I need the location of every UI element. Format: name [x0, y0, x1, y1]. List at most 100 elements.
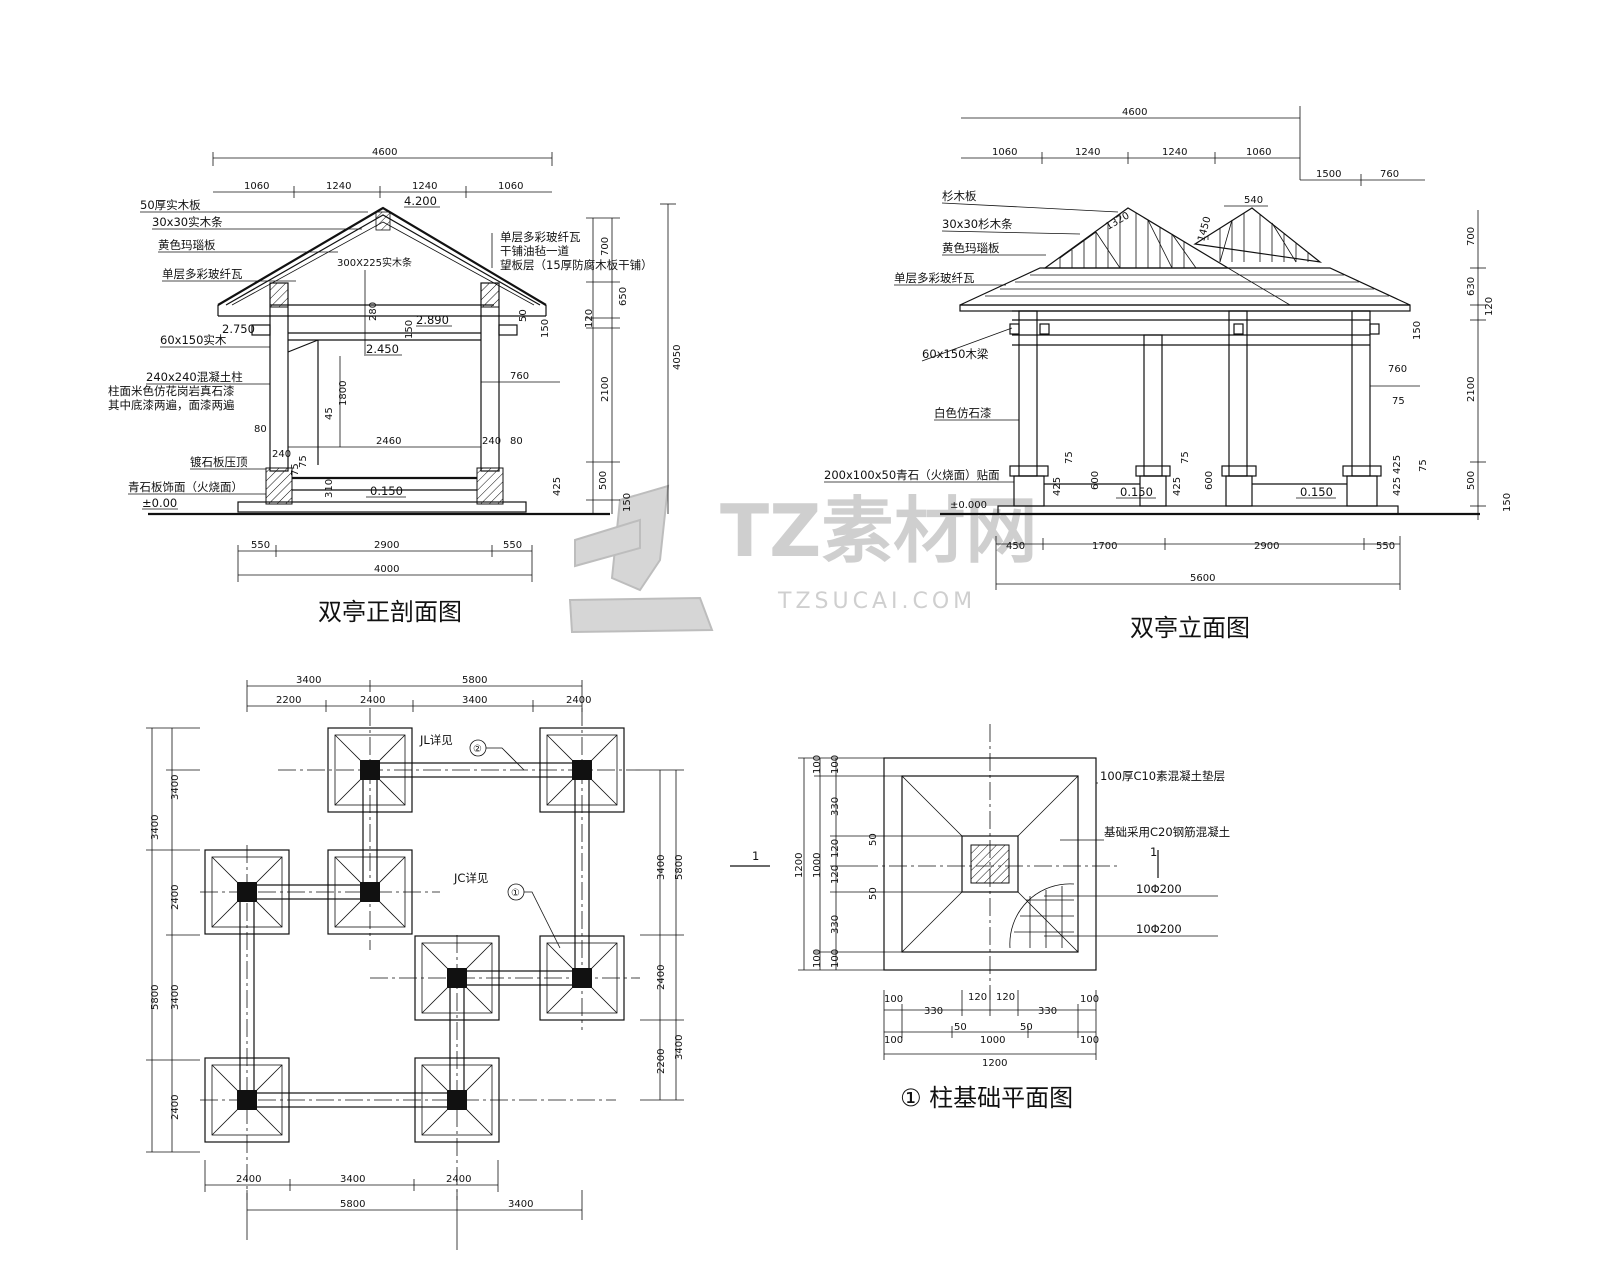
- footing-pad-inner: [334, 856, 406, 928]
- elev-bottom-1700: 1700: [1092, 541, 1117, 552]
- dim-2460: 2460: [376, 436, 401, 447]
- bottom-dim-550a: 550: [251, 540, 270, 551]
- plan-left-5800: 5800: [150, 985, 161, 1010]
- plan-bottom-3400a: 3400: [340, 1174, 365, 1185]
- dim-80b: 80: [510, 436, 523, 447]
- plan-beams: [239, 762, 590, 1108]
- footing-pad: [414, 935, 500, 1021]
- elev-in-75c: 75: [1418, 459, 1429, 472]
- watermark-brand: TZ素材网: [720, 489, 1037, 573]
- plan-top-3400b: 3400: [462, 695, 487, 706]
- footing-slope-line: [466, 942, 493, 969]
- fd-bottom-120a: 120: [968, 992, 987, 1003]
- plan-right-3400b: 3400: [674, 1035, 685, 1060]
- bottom-dim-550b: 550: [503, 540, 522, 551]
- footing-pad: [539, 935, 625, 1021]
- footing-slope-line: [379, 779, 406, 806]
- label-right-sheathing: 望板层（15厚防腐木板干铺）: [500, 258, 653, 272]
- label-rebar-1: 10Φ200: [1136, 882, 1182, 896]
- footing-slope-line: [379, 856, 406, 883]
- elevation-drawing: 4600 1060 1240 1240 1060 1500 760 540 13…: [824, 106, 1513, 642]
- elev-dim-1450: 1450: [1196, 215, 1213, 242]
- footing-slope-line: [546, 779, 573, 806]
- right-dim-150: 150: [622, 493, 633, 512]
- section-levels: 4.200 2.890 2.750 2.450 0.150 ±0.00: [142, 194, 452, 510]
- callout-jc: JC详见: [453, 871, 488, 885]
- elevation-title: 双亭立面图: [1130, 614, 1250, 642]
- plan-left-3400a: 3400: [170, 775, 181, 800]
- elev-dim-4: 1060: [1246, 147, 1271, 158]
- elev-right-2100: 2100: [1466, 377, 1477, 402]
- footing-pad-inner: [211, 856, 283, 928]
- dim-240b: 240: [482, 436, 501, 447]
- elev-in-600a: 600: [1090, 471, 1101, 490]
- elev-dim-1500: 1500: [1316, 169, 1341, 180]
- level-2450: 2.450: [366, 342, 399, 356]
- footing-slope-line: [466, 1064, 493, 1091]
- footing-slope-line: [421, 1064, 448, 1091]
- footing-slope-line: [379, 901, 406, 928]
- footing-pad: [327, 849, 413, 935]
- label-foundation-concrete: 基础采用C20钢筋混凝土: [1104, 825, 1230, 839]
- dim-280: 280: [368, 302, 379, 321]
- fd-bottom-330a: 330: [924, 1006, 943, 1017]
- dim-760: 760: [510, 371, 529, 382]
- section-mark-right: 1: [1150, 845, 1157, 859]
- label-coping: 镀石板压顶: [190, 455, 248, 469]
- elev-right-150c: 760: [1388, 364, 1407, 375]
- section-roof: [217, 206, 547, 317]
- footing-slope-line: [466, 987, 493, 1014]
- watermark-url: TZSUCAI.COM: [777, 589, 976, 614]
- elev-dim-540: 540: [1244, 195, 1263, 206]
- elevation-right-dims: 700 630 120 2100 500 150 150 760 75 425: [1370, 210, 1513, 520]
- foundation-bottom-dims: 100 330 120 120 330 100 100 50 1000 50 1…: [883, 990, 1099, 1069]
- elev-in-75a: 75: [1064, 451, 1075, 464]
- column-square: [447, 1090, 467, 1110]
- elev-dim-total: 4600: [1122, 107, 1147, 118]
- dim-240a: 240: [272, 449, 291, 460]
- dim-150a: 150: [404, 320, 415, 339]
- section-dim-4: 1060: [498, 181, 523, 192]
- level-0150: 0.150: [370, 484, 403, 498]
- elev-in-600b: 600: [1204, 471, 1215, 490]
- footing-slope-line: [256, 1109, 283, 1136]
- footing-slope-line: [256, 901, 283, 928]
- elevation-roofs: [959, 207, 1411, 312]
- elev-right-120: 120: [1484, 297, 1495, 316]
- plan-left-2400b: 2400: [170, 1095, 181, 1120]
- section-dim-1: 1060: [244, 181, 269, 192]
- dim-45: 45: [324, 407, 335, 420]
- plan-callouts: JL详见 ② JC详见 ①: [419, 733, 561, 949]
- elev-label-beam: 60x150木梁: [922, 347, 989, 361]
- elev-right-150b: 150: [1412, 321, 1423, 340]
- footing-slope-line: [546, 987, 573, 1014]
- label-shingle: 单层多彩玻纤瓦: [162, 267, 243, 281]
- footing-slope-line: [379, 734, 406, 761]
- section-bases: [148, 467, 610, 516]
- footing-slope-line: [256, 856, 283, 883]
- section-right-dims: 700 650 120 2100 500 150 4050: [584, 203, 683, 514]
- label-beam-60x150: 60x150实木: [160, 333, 227, 347]
- elevation-inner-dims: 75 600 425 75 600 425 75 425: [1052, 451, 1429, 496]
- column-square: [360, 882, 380, 902]
- fd-left-100d: 100: [830, 949, 841, 968]
- fd-bottom-100b: 100: [1080, 994, 1099, 1005]
- plan-top-dims: 3400 5800 2200 2400 3400 2400: [246, 675, 591, 712]
- dim-50: 50: [518, 309, 529, 322]
- dim-80a: 80: [254, 424, 267, 435]
- footing-pad: [204, 849, 290, 935]
- footing-slope-line: [211, 1109, 238, 1136]
- right-dim-500: 500: [598, 471, 609, 490]
- bottom-dim-2900: 2900: [374, 540, 399, 551]
- footing-slope-line: [591, 779, 618, 806]
- elev-in-425a: 425: [1052, 477, 1063, 496]
- beam-size-label: 300X225实木条: [337, 256, 412, 269]
- plan-columns: [237, 760, 592, 1110]
- section-top-dims: 4600 1060 1240 1240 1060: [212, 147, 553, 198]
- footing-pad-inner: [211, 1064, 283, 1136]
- right-dim-120: 120: [584, 309, 595, 328]
- section-dim-3: 1240: [412, 181, 437, 192]
- elev-label-fir-board: 杉木板: [942, 189, 977, 203]
- right-dim-4050: 4050: [672, 345, 683, 370]
- fd-left-330a: 330: [830, 797, 841, 816]
